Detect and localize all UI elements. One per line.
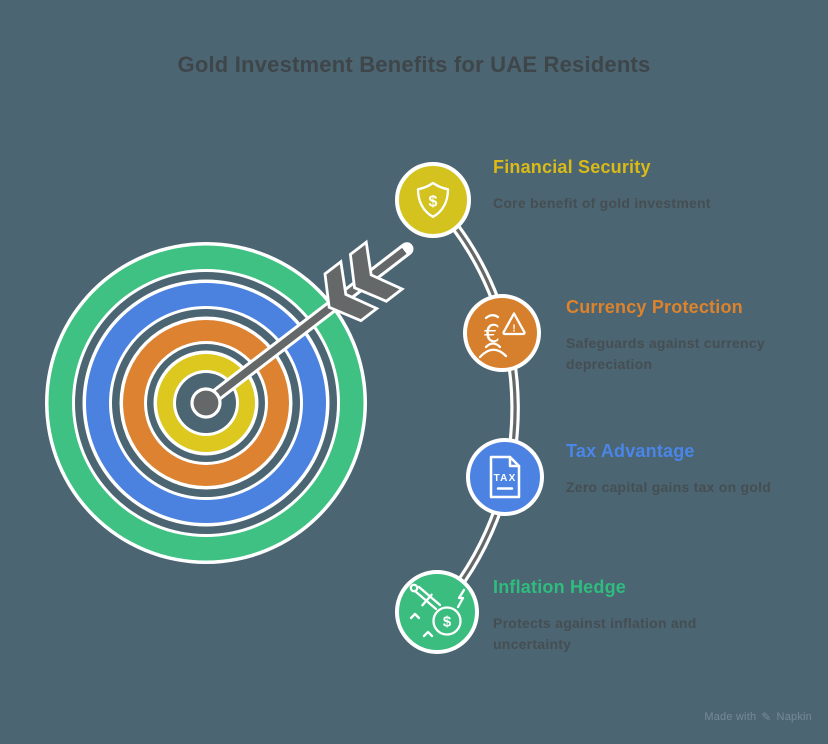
orange-circle [463,294,541,372]
gold-circle [395,162,471,238]
pen-icon: ✎ [761,710,772,724]
sword-coin-icon: $ [409,583,466,638]
item-currency-protection: Currency Protection Safeguards against c… [566,297,788,375]
target-arrow [190,239,414,419]
connector-curve [429,196,520,616]
brand-label: Napkin [776,711,812,723]
svg-text:TAX: TAX [494,473,517,484]
shield-dollar-icon: $ [416,181,450,218]
item-title: Tax Advantage [566,441,695,461]
arrow-feather [348,239,405,303]
svg-text:$: $ [429,194,438,211]
item-description: Zero capital gains tax on gold [566,479,772,495]
item-description: Core benefit of gold investment [493,195,711,211]
svg-text:€: € [484,319,500,348]
warning-triangle-icon: ! [502,312,526,336]
made-with-label: Made with [704,711,757,723]
arrow-feather [323,259,380,323]
connector-curve-outline [429,196,520,616]
item-inflation-hedge: Inflation Hedge Protects against inflati… [493,577,741,655]
item-description: Safeguards against currency depreciation [566,335,765,372]
tax-document-icon: TAX [489,455,521,499]
arrow-tip-dot [190,387,222,419]
item-description: Protects against inflation and uncertain… [493,615,697,652]
item-title: Financial Security [493,157,651,177]
svg-text:!: ! [512,324,515,335]
currency-warning-icon: € ! [478,312,526,359]
item-title: Inflation Hedge [493,577,626,597]
made-with-napkin-watermark: Made with ✎ Napkin [704,710,812,724]
item-tax-advantage: Tax Advantage Zero capital gains tax on … [566,441,828,498]
blue-circle [466,438,544,516]
lightning-icon [456,588,466,609]
svg-text:$: $ [443,614,452,631]
financial-security-node: $ [395,162,471,238]
tax-advantage-node: TAX [466,438,544,516]
item-title: Currency Protection [566,297,743,317]
page-title: Gold Investment Benefits for UAE Residen… [177,52,651,77]
connector-curve-line [431,198,517,614]
item-financial-security: Financial Security Core benefit of gold … [493,157,753,214]
currency-protection-node: € ! [463,294,541,372]
inflation-hedge-node: $ [395,570,479,654]
